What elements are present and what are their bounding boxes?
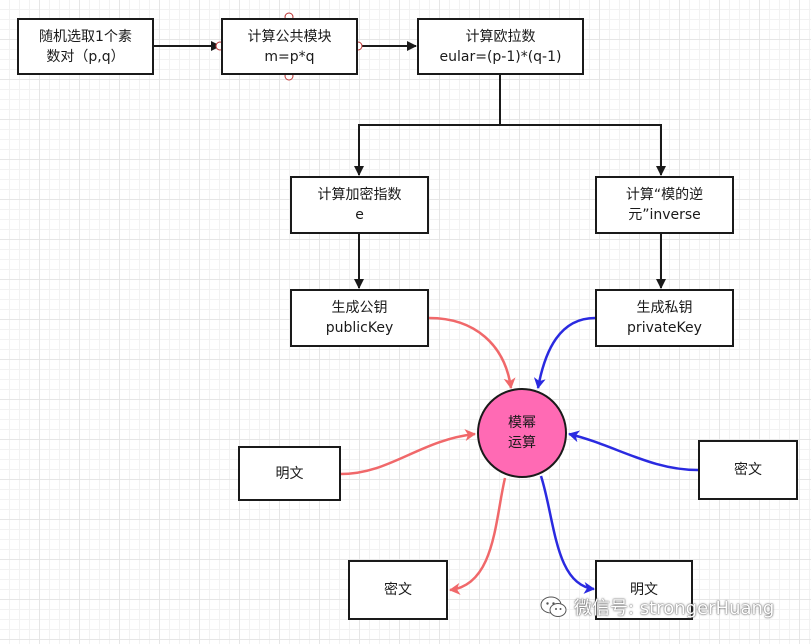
node-label: 随机选取1个素 数对（p,q） [39,28,132,65]
edge-priv-to-modpow [533,316,596,389]
modular-exponentiation-node[interactable]: 模幂 运算 [477,388,567,478]
compute-euler-node[interactable]: 计算欧拉数 eular=(p-1)*(q-1) [417,18,584,75]
compute-modular-inverse-node[interactable]: 计算“模的逆 元”inverse [595,176,734,234]
node-label: 计算“模的逆 元”inverse [625,187,704,223]
edge-split-to-inverse [500,124,666,176]
node-label: 模幂 运算 [508,415,536,451]
ciphertext-input-node[interactable]: 密文 [698,440,798,500]
node-label: 明文 [275,465,304,482]
edge-modpow-to-plain [539,475,595,594]
node-label: 计算欧拉数 eular=(p-1)*(q-1) [439,28,562,65]
watermark-text: 微信号: strongerHuang [574,598,775,619]
edge-euler-to-split [354,75,501,176]
node-label: 密文 [384,582,412,598]
plaintext-output-node[interactable]: 明文 [595,560,693,620]
edge-plain-to-modpow [340,429,476,476]
node-label: 计算公共模块 m=p*q [247,28,332,65]
ciphertext-output-node[interactable]: 密文 [348,560,448,620]
plaintext-input-node[interactable]: 明文 [238,446,341,501]
node-label: 生成私钥 privateKey [627,300,702,336]
node-label: 生成公钥 publicKey [325,300,394,336]
edge-pub-to-modpow [428,316,516,389]
generate-private-key-node[interactable]: 生成私钥 privateKey [595,289,734,347]
node-label: 明文 [630,582,658,598]
compute-encryption-exponent-node[interactable]: 计算加密指数 e [290,176,429,234]
select-primes-node[interactable]: 随机选取1个素 数对（p,q） [17,18,154,75]
compute-modulus-node[interactable]: 计算公共模块 m=p*q [221,18,358,75]
watermark: 微信号: strongerHuang [540,594,774,620]
edge-modpow-to-cipher [449,477,507,595]
edge-cipher-to-modpow [568,430,699,472]
wechat-icon [540,596,567,617]
generate-public-key-node[interactable]: 生成公钥 publicKey [290,289,429,347]
node-label: 密文 [734,462,762,478]
node-label: 计算加密指数 e [317,187,402,223]
